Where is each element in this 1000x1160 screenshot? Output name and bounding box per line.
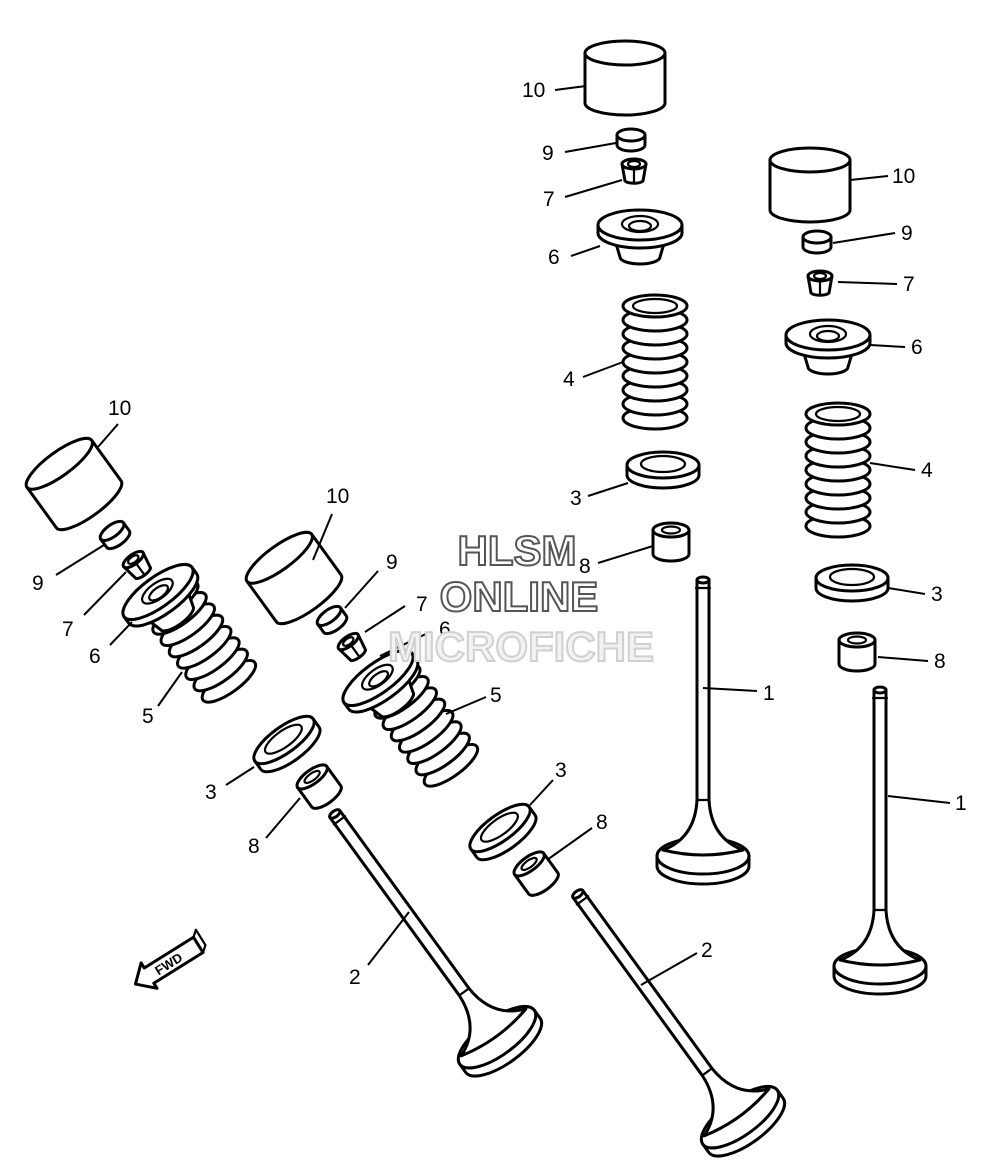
callout-b-3: 3 <box>931 583 943 606</box>
callout-d-6: 6 <box>439 618 451 641</box>
valve-d <box>537 862 796 1160</box>
callout-c-9: 9 <box>32 572 44 595</box>
callout-c-5: 5 <box>142 705 154 728</box>
callout-c-2: 2 <box>349 966 361 989</box>
callout-c-6: 6 <box>89 645 101 668</box>
callout-d-5: 5 <box>490 684 502 707</box>
valve-b <box>832 685 928 996</box>
callout-a-10: 10 <box>522 79 545 102</box>
spring-retainer-b <box>784 318 872 376</box>
adjusting-shim-a <box>615 127 647 153</box>
spring-retainer-a <box>596 208 684 266</box>
callout-a-8: 8 <box>579 555 591 578</box>
adjusting-shim-b <box>801 229 833 255</box>
callout-b-1: 1 <box>955 792 967 815</box>
callout-d-7: 7 <box>416 593 428 616</box>
valve-a <box>655 575 751 886</box>
callout-b-6: 6 <box>911 336 923 359</box>
callout-b-9: 9 <box>901 222 913 245</box>
valve-cotter-d <box>334 628 371 666</box>
callout-d-10: 10 <box>326 485 349 508</box>
spring-seat-a <box>625 450 701 490</box>
callout-d-9: 9 <box>386 551 398 574</box>
callout-c-10: 10 <box>108 397 131 420</box>
valve-spring-b <box>804 401 872 539</box>
watermark-line-1: HLSM <box>458 527 577 574</box>
callout-b-8: 8 <box>934 650 946 673</box>
watermark: HLSM ONLINE MICROFICHE <box>387 526 655 671</box>
stem-seal-b <box>837 631 877 673</box>
valve-cotter-a <box>620 157 648 185</box>
callout-a-1: 1 <box>763 682 775 705</box>
valve-lifter-b <box>768 146 852 224</box>
callout-c-7: 7 <box>62 618 74 641</box>
callout-a-6: 6 <box>548 246 560 269</box>
callout-d-8: 8 <box>596 811 608 834</box>
callout-labels: 10 9 7 6 4 3 8 1 10 9 7 6 4 3 8 1 10 9 7… <box>32 79 967 989</box>
callout-a-4: 4 <box>563 368 575 391</box>
valve-cotter-c <box>119 546 156 584</box>
fwd-arrow-icon: FWD <box>133 928 207 990</box>
valve-spring-a <box>621 293 689 431</box>
callout-d-2: 2 <box>701 939 713 962</box>
stem-seal-c <box>291 759 347 815</box>
valve-cotter-b <box>806 269 834 297</box>
callout-b-7: 7 <box>903 273 915 296</box>
callout-c-3: 3 <box>205 781 217 804</box>
spring-seat-b <box>814 563 890 603</box>
callout-a-9: 9 <box>542 142 554 165</box>
callout-d-3: 3 <box>555 759 567 782</box>
watermark-line-2: ONLINE <box>440 573 599 620</box>
watermark-line-3: MICROFICHE <box>388 623 654 670</box>
callout-a-3: 3 <box>570 487 582 510</box>
callout-b-4: 4 <box>921 459 933 482</box>
valve-lifter-c <box>18 429 130 539</box>
valve-assembly-a <box>583 39 751 886</box>
callout-b-10: 10 <box>892 165 915 188</box>
valve-lifter-a <box>583 39 667 117</box>
adjusting-shim-d <box>312 601 352 639</box>
callout-a-7: 7 <box>543 188 555 211</box>
leader-lines <box>55 85 951 986</box>
stem-seal-a <box>651 521 691 563</box>
callout-c-8: 8 <box>248 835 260 858</box>
